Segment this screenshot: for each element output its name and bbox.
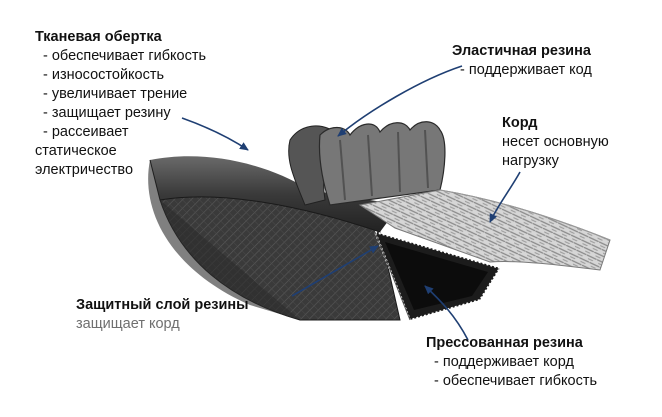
arrow-pressed: [424, 285, 469, 341]
pressed-rubber-core: [385, 242, 488, 310]
belt-top-surface: [150, 156, 400, 232]
label-protective-layer: Защитный слой резины защищает корд: [76, 296, 249, 334]
label-cord-item: несет основную: [502, 134, 609, 150]
arrow-elastic: [337, 65, 463, 137]
arrow-protective: [291, 245, 379, 297]
label-elastic-title: Эластичная резина: [452, 43, 591, 59]
label-pressed-item: - поддерживает корд: [434, 354, 574, 370]
label-fabric-item: - обеспечивает гибкость: [43, 48, 207, 64]
label-cord-item: нагрузку: [502, 153, 559, 169]
label-fabric-item: - износостойкость: [43, 67, 165, 83]
label-fabric-title: Тканевая обертка: [35, 29, 162, 45]
label-fabric-item: - рассеивает: [43, 124, 129, 140]
label-pressed-rubber: Прессованная резина - поддерживает корд …: [426, 334, 597, 391]
label-fabric-item: - увеличивает трение: [43, 86, 188, 102]
label-fabric-item: - защищает резину: [43, 105, 171, 121]
arrow-fabric: [181, 117, 249, 151]
label-protective-title: Защитный слой резины: [76, 297, 249, 313]
label-pressed-item: - обеспечивает гибкость: [434, 373, 598, 389]
label-fabric-item: статическое: [35, 143, 117, 159]
elastic-rubber-layer: [318, 121, 446, 206]
label-fabric-wrap: Тканевая обертка - обеспечивает гибкость…: [35, 28, 206, 180]
label-fabric-item: электричество: [35, 162, 134, 178]
label-pressed-title: Прессованная резина: [426, 335, 583, 351]
label-elastic-rubber: Эластичная резина - поддерживает код: [452, 42, 592, 80]
label-cord-title: Корд: [502, 115, 538, 131]
arrow-cord: [489, 171, 521, 223]
label-elastic-item: - поддерживает код: [460, 62, 592, 78]
label-cord: Корд несет основную нагрузку: [502, 114, 609, 171]
label-protective-subtitle: защищает корд: [76, 316, 180, 332]
